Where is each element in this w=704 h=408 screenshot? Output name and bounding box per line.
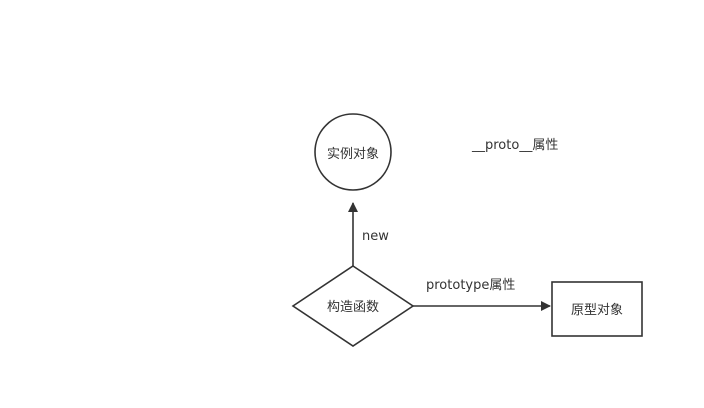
edge-new-label: new [362, 229, 389, 244]
proto-attr-annotation: __proto__属性 [471, 138, 558, 153]
prototype-node-label: 原型对象 [571, 303, 623, 318]
instance-node-label: 实例对象 [327, 147, 379, 162]
constructor-node [291, 265, 415, 347]
prototype-node [551, 281, 643, 337]
instance-node [314, 113, 392, 191]
edge-prototype-label: prototype属性 [426, 278, 515, 293]
constructor-node-label: 构造函数 [327, 300, 379, 315]
